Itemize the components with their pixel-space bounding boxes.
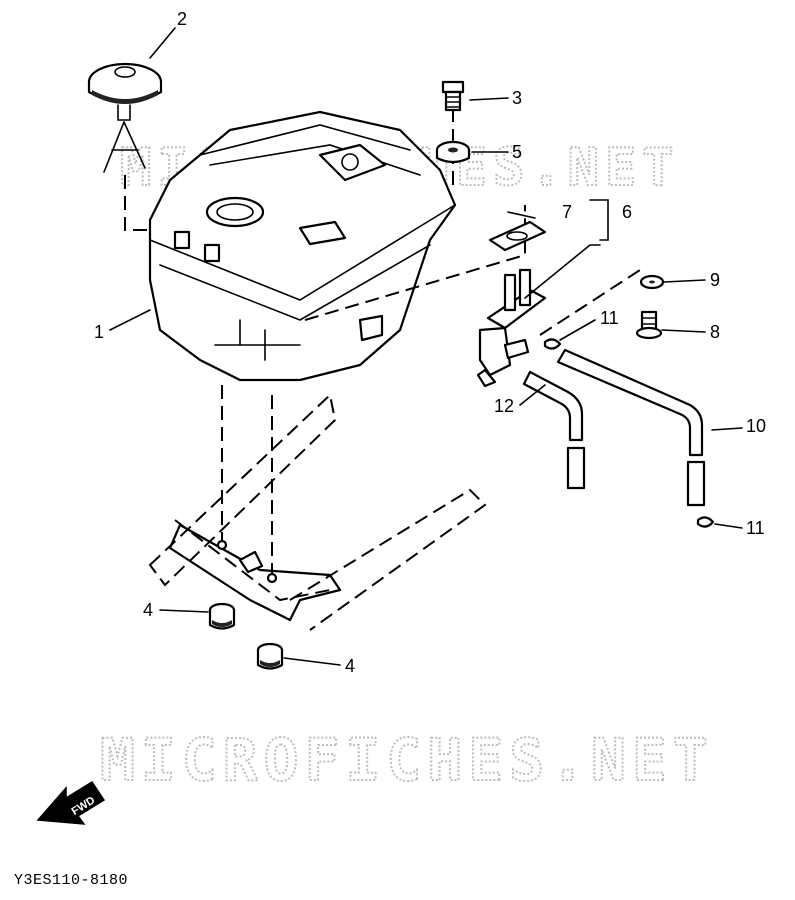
screw[interactable] (635, 310, 663, 340)
fuel-tank[interactable] (148, 110, 457, 382)
drawing-code: Y3ES110-8180 (14, 872, 129, 889)
frame (148, 393, 487, 631)
hose-clip-upper[interactable] (543, 338, 562, 350)
callout-5: 5 (512, 142, 522, 162)
assembly-line-cap (124, 175, 150, 231)
callout-2: 2 (177, 9, 187, 29)
callout-6: 6 (622, 202, 632, 222)
nut-left[interactable] (208, 602, 236, 630)
callout-11-upper: 11 (600, 308, 619, 328)
callout-7: 7 (562, 202, 572, 222)
gasket[interactable] (488, 220, 547, 252)
callout-4-left: 4 (143, 600, 153, 620)
forward-arrow-icon: FWD (36, 780, 106, 825)
fuel-hose-long[interactable] (556, 348, 706, 507)
callout-11-lower: 11 (746, 518, 765, 538)
assembly-line-cock (539, 269, 641, 336)
callout-8: 8 (710, 322, 720, 342)
leader-lines (109, 27, 743, 666)
nut-right[interactable] (256, 642, 284, 670)
assembly-line-gasket (304, 205, 526, 321)
callout-12: 12 (494, 396, 514, 416)
watermark-bottom: MICROFICHES.NET (100, 726, 714, 794)
callout-9: 9 (710, 270, 720, 290)
callout-4-right: 4 (345, 656, 355, 676)
fuel-hose-short[interactable] (522, 370, 586, 490)
callout-10: 10 (746, 416, 766, 436)
callout-3: 3 (512, 88, 522, 108)
damper[interactable] (435, 140, 471, 164)
callout-1: 1 (94, 322, 104, 342)
washer[interactable] (639, 274, 665, 290)
hose-clip-lower[interactable] (696, 516, 715, 528)
fuel-cap[interactable] (87, 62, 163, 173)
fuel-cock[interactable] (476, 268, 547, 388)
bolt[interactable] (441, 80, 465, 112)
